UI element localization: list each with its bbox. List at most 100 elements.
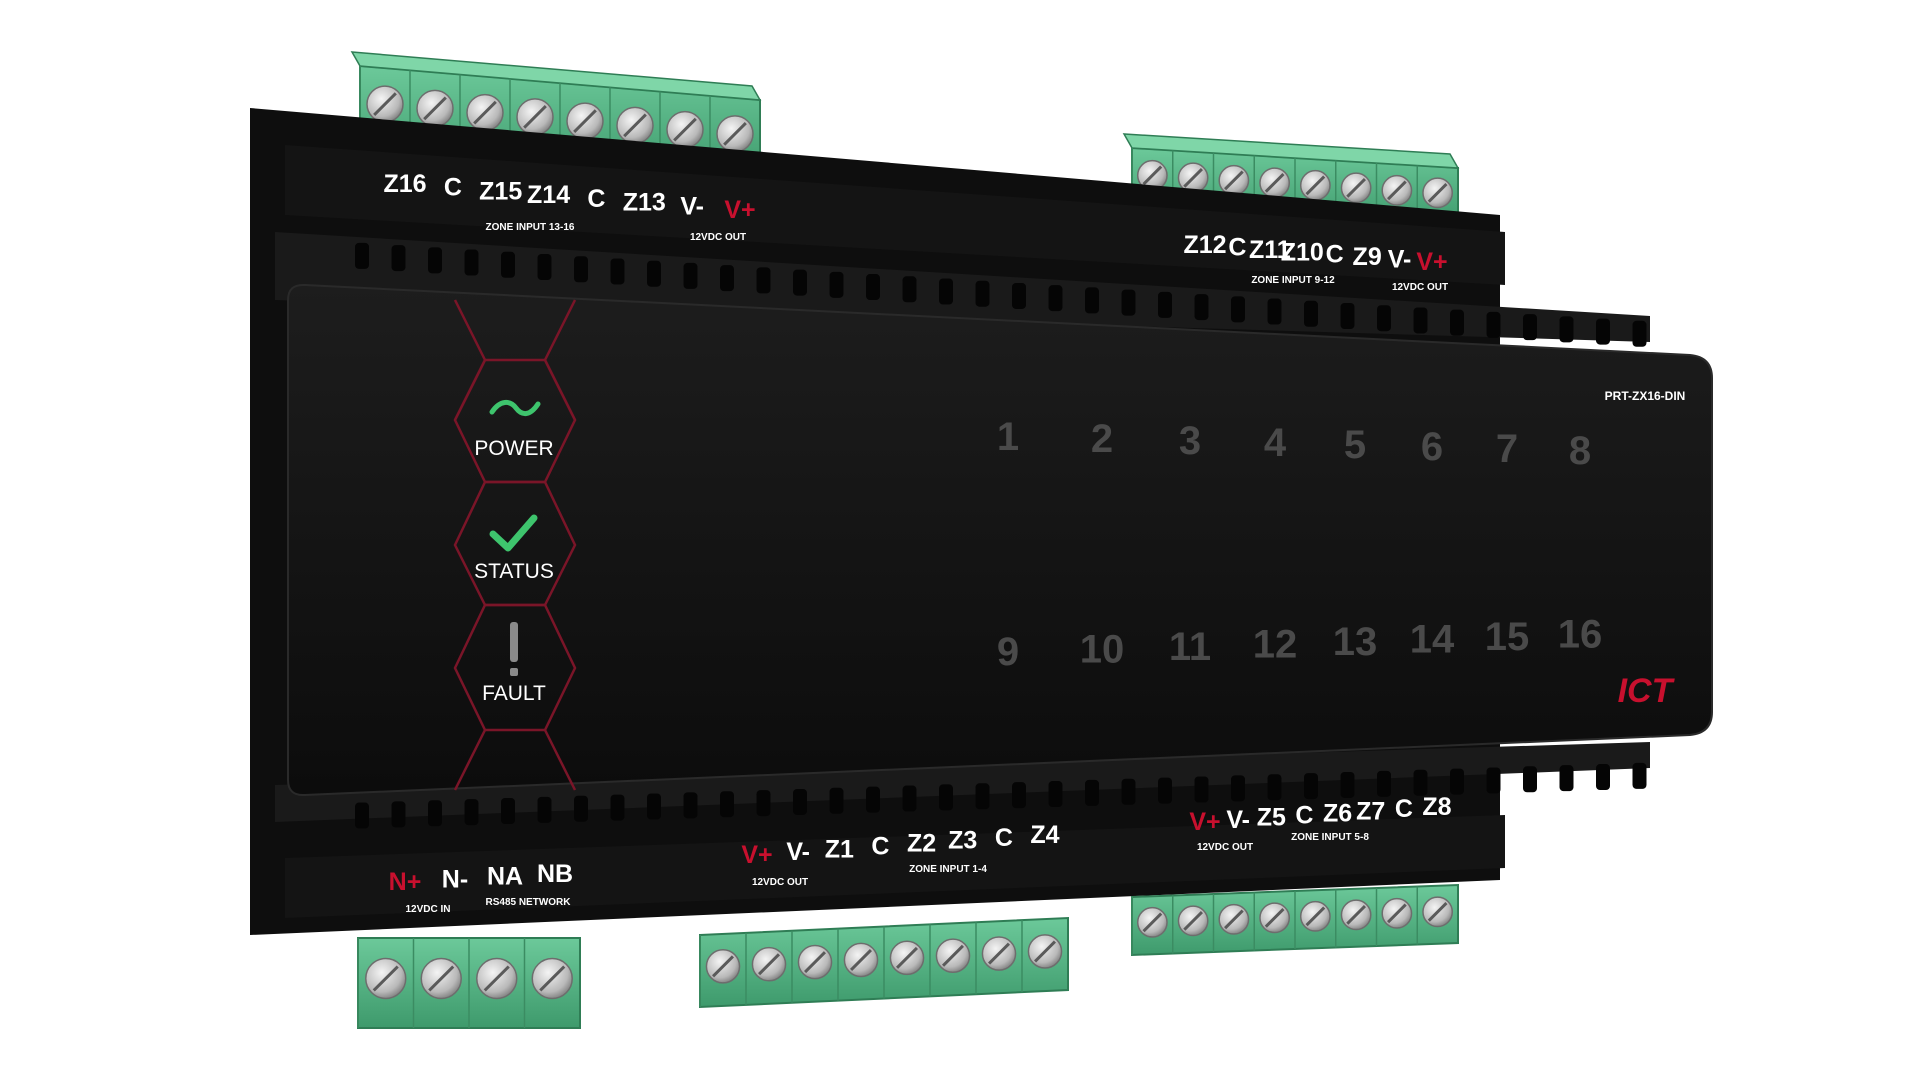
terminal-label: Z10 [1281,238,1324,266]
terminal-label: Z8 [1422,793,1451,821]
terminal-screw [366,85,404,123]
terminal-screw [420,957,462,1000]
terminal-screw [1218,903,1250,935]
vent-slot [683,262,698,289]
terminal-label: Z7 [1356,797,1385,825]
vent-slot [1413,307,1428,334]
model-label: PRT-ZX16-DIN [1605,389,1686,403]
vent-slot [647,793,661,820]
vent-slot [610,794,625,821]
terminal-screw [1027,934,1063,969]
terminal-label: C [995,824,1013,852]
zone-indicator-number: 11 [1169,625,1211,669]
terminal-caption: ZONE INPUT 5-8 [1291,832,1369,843]
terminal-label: V- [680,192,704,220]
zone-indicator-number: 5 [1344,423,1366,467]
terminal-label: V+ [1189,808,1220,836]
vent-slot [464,799,479,826]
terminal-screw [1177,905,1209,937]
vent-slot [829,787,844,814]
vent-slot [1523,314,1537,341]
exclamation-icon [510,622,518,676]
led-honeycomb [453,299,577,791]
terminal-caption: ZONE INPUT 13-16 [486,222,575,233]
vent-slot [1559,316,1574,343]
vent-slot [1486,311,1501,338]
zone-indicator-number: 12 [1253,623,1298,667]
terminal-label: C [1295,802,1313,830]
terminal-label: Z3 [948,827,977,855]
terminal-screw [1299,900,1331,932]
terminal-screw [516,98,554,136]
terminal-label: N- [442,865,468,893]
terminal-screw [1259,167,1291,199]
vent-slot [1158,777,1172,804]
terminal-label: V- [1226,806,1250,834]
terminal-screw [365,957,407,1000]
terminal-screw [1381,897,1413,929]
terminal-label: Z13 [623,189,666,217]
vent-slot [1085,779,1099,806]
vent-slot [355,242,369,269]
vent-slot [1121,289,1136,316]
terminal-caption: ZONE INPUT 1-4 [909,864,987,875]
terminal-block [699,916,1069,1009]
terminal-screw [1422,896,1454,928]
terminal-block [1131,883,1459,957]
vent-slot [1377,770,1391,797]
terminal-caption: 12VDC IN [405,904,450,915]
terminal-label: Z1 [825,835,854,863]
terminal-screw [531,957,573,1000]
vent-slot [1596,318,1610,345]
terminal-label: Z5 [1257,804,1286,832]
vent-slot [793,788,807,815]
terminal-label: NB [537,860,573,888]
vent-slot [975,280,990,307]
vent-slot [1304,773,1318,800]
zone-indicator-number: 8 [1569,429,1591,473]
terminal-screw [476,957,518,1000]
vent-slot [428,247,442,274]
terminal-screw [1340,172,1372,204]
terminal-label: Z15 [479,177,522,205]
terminal-screw [705,949,741,984]
terminal-screw [616,106,654,145]
terminal-label: V- [1388,246,1412,274]
zone-indicator-number: 9 [997,630,1019,674]
vent-slot [501,251,515,278]
terminal-screw [566,102,604,140]
terminal-caption: 12VDC OUT [1197,842,1253,853]
terminal-screw [466,93,504,132]
vent-slot [1450,768,1464,795]
vent-slot [939,784,953,811]
terminal-screw [1422,177,1454,209]
vent-slot [866,274,880,301]
vent-slot [537,254,552,281]
checkmark-icon [489,514,538,552]
zone-indicator-number: 15 [1485,615,1530,659]
terminal-caption: 12VDC OUT [752,877,808,888]
vent-slot [1194,294,1209,321]
zone-indicator-number: 2 [1091,417,1113,461]
terminal-label: V+ [724,196,755,224]
vent-slot [391,801,406,828]
terminal-screw [889,940,925,976]
terminal-label: Z4 [1030,821,1059,849]
vent-slot [939,278,953,305]
terminal-label: C [1228,233,1246,261]
terminal-screw [666,110,704,149]
terminal-label: C [1395,795,1413,823]
vent-slot [355,802,369,829]
vent-slot [1632,762,1647,789]
terminal-screw [416,89,454,128]
terminal-label: Z14 [527,181,570,209]
terminal-label: Z11 [1249,236,1291,264]
fault-label: FAULT [482,682,546,705]
vent-slot [1012,282,1026,309]
terminal-label: Z2 [907,830,936,858]
terminal-screw [935,938,971,974]
terminal-screw [1259,902,1291,934]
